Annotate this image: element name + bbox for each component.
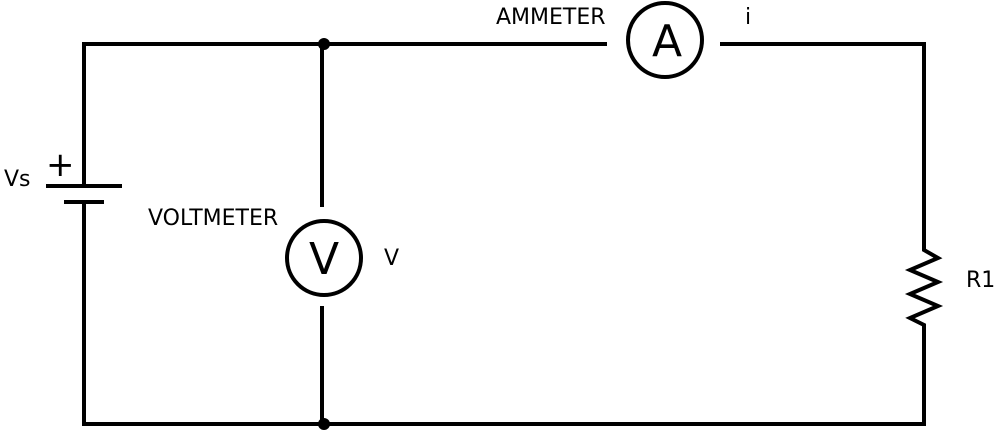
- battery-polarity-label: +: [46, 145, 75, 185]
- resistor-icon: [904, 220, 944, 344]
- wire-right-lower: [320, 340, 926, 426]
- battery-icon: [46, 128, 122, 242]
- wire-top-right: [720, 42, 926, 224]
- junction-node-top: [318, 38, 330, 50]
- junction-node-bottom: [318, 418, 330, 430]
- voltmeter-title: VOLTMETER: [148, 206, 278, 231]
- voltmeter-icon: [285, 219, 363, 297]
- circuit-wires: [82, 42, 926, 426]
- wire-left-lower: [82, 238, 324, 426]
- source-label: Vs: [4, 167, 31, 192]
- ammeter-icon: [626, 1, 704, 79]
- current-label: i: [745, 5, 751, 30]
- ammeter-title: AMMETER: [496, 5, 606, 30]
- ammeter-symbol: A: [652, 16, 682, 67]
- voltmeter-symbol: V: [309, 234, 339, 285]
- resistor-label: R1: [966, 268, 995, 293]
- wire-left-upper: [82, 42, 324, 132]
- voltmeter-reading-label: V: [384, 246, 399, 271]
